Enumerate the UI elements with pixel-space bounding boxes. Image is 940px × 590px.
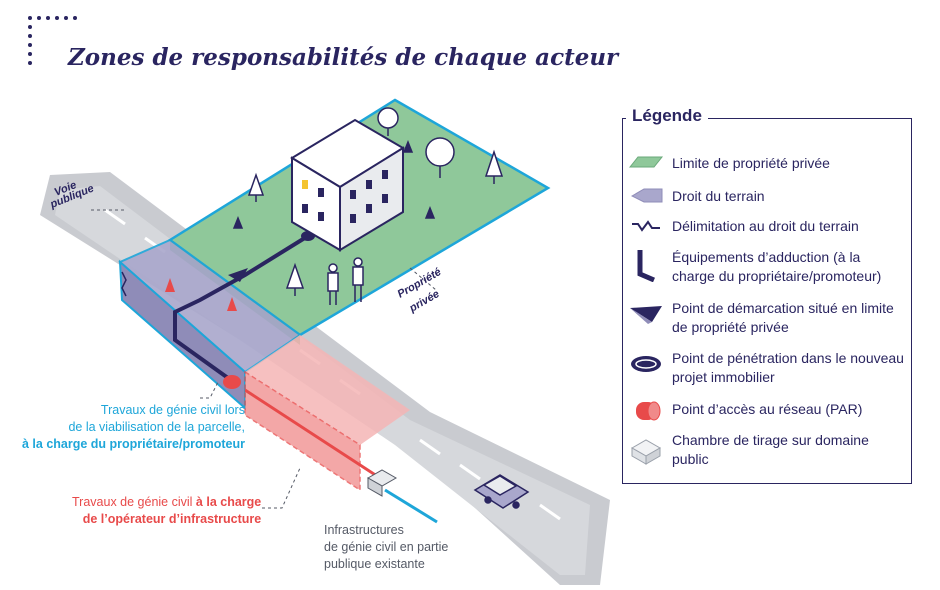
- legend-item-3: Équipements d’adduction (à la charge du …: [672, 249, 882, 284]
- purple-arrow-icon: [630, 188, 663, 203]
- zigzag-line-icon: [632, 220, 660, 232]
- ellipse-entry-icon: [631, 356, 661, 372]
- owner-annotation-line3: à la charge du propriétaire/promoteur: [22, 437, 245, 451]
- people: [327, 257, 364, 305]
- owner-annotation-line1: Travaux de génie civil lors: [100, 403, 245, 417]
- building: [290, 118, 405, 252]
- existing-annotation-line3: publique existante: [324, 557, 425, 571]
- legend-item-6: Point d’accès au réseau (PAR): [672, 401, 863, 417]
- page-title: Zones de responsabilités de chaque acteu…: [68, 44, 619, 71]
- trees: [232, 107, 504, 296]
- operator-annotation-line2: de l’opérateur d’infrastructure: [82, 512, 262, 526]
- legend-item-1: Droit du terrain: [672, 188, 765, 204]
- adduction-pipe: [173, 234, 310, 380]
- existing-annotation-line2: de génie civil en partie: [324, 540, 449, 554]
- legend-item-7: Chambre de tirage sur domaine public: [672, 432, 869, 467]
- operator-annotation-line1-normal: Travaux de génie civil: [72, 495, 193, 509]
- owner-annotation-line2: de la viabilisation de la parcelle,: [68, 420, 245, 434]
- operator-works-zone: [245, 335, 410, 445]
- par-cylinder: [223, 375, 241, 389]
- triangle-marker-icon: [630, 306, 662, 324]
- l-pipe-icon: [637, 250, 655, 282]
- operator-works-annotation: Travaux de génie civil à la charge de l’…: [72, 494, 261, 528]
- owner-works-annotation: Travaux de génie civil lors de la viabil…: [22, 402, 245, 453]
- legend-item-0: Limite de propriété privée: [672, 155, 830, 171]
- legend-item-5: Point de pénétration dans le nouveau pro…: [672, 350, 904, 385]
- existing-infra-annotation: Infrastructures de génie civil en partie…: [324, 522, 448, 573]
- traffic-cones: [165, 278, 237, 311]
- legend-item-4: Point de démarcation situé en limite de …: [672, 300, 894, 335]
- annotation-leaders: [90, 209, 437, 509]
- car: [473, 474, 530, 509]
- legend-box: [622, 118, 912, 484]
- red-cylinder-icon: [636, 401, 661, 421]
- grey-box-icon: [630, 439, 662, 465]
- decorative-dots: [24, 12, 84, 72]
- legend-item-2: Délimitation au droit du terrain: [672, 218, 859, 234]
- green-parcel-icon: [628, 156, 664, 168]
- existing-annotation-line1: Infrastructures: [324, 523, 404, 537]
- legend-title: Légende: [626, 106, 708, 126]
- operator-annotation-line1-bold: à la charge: [195, 495, 262, 509]
